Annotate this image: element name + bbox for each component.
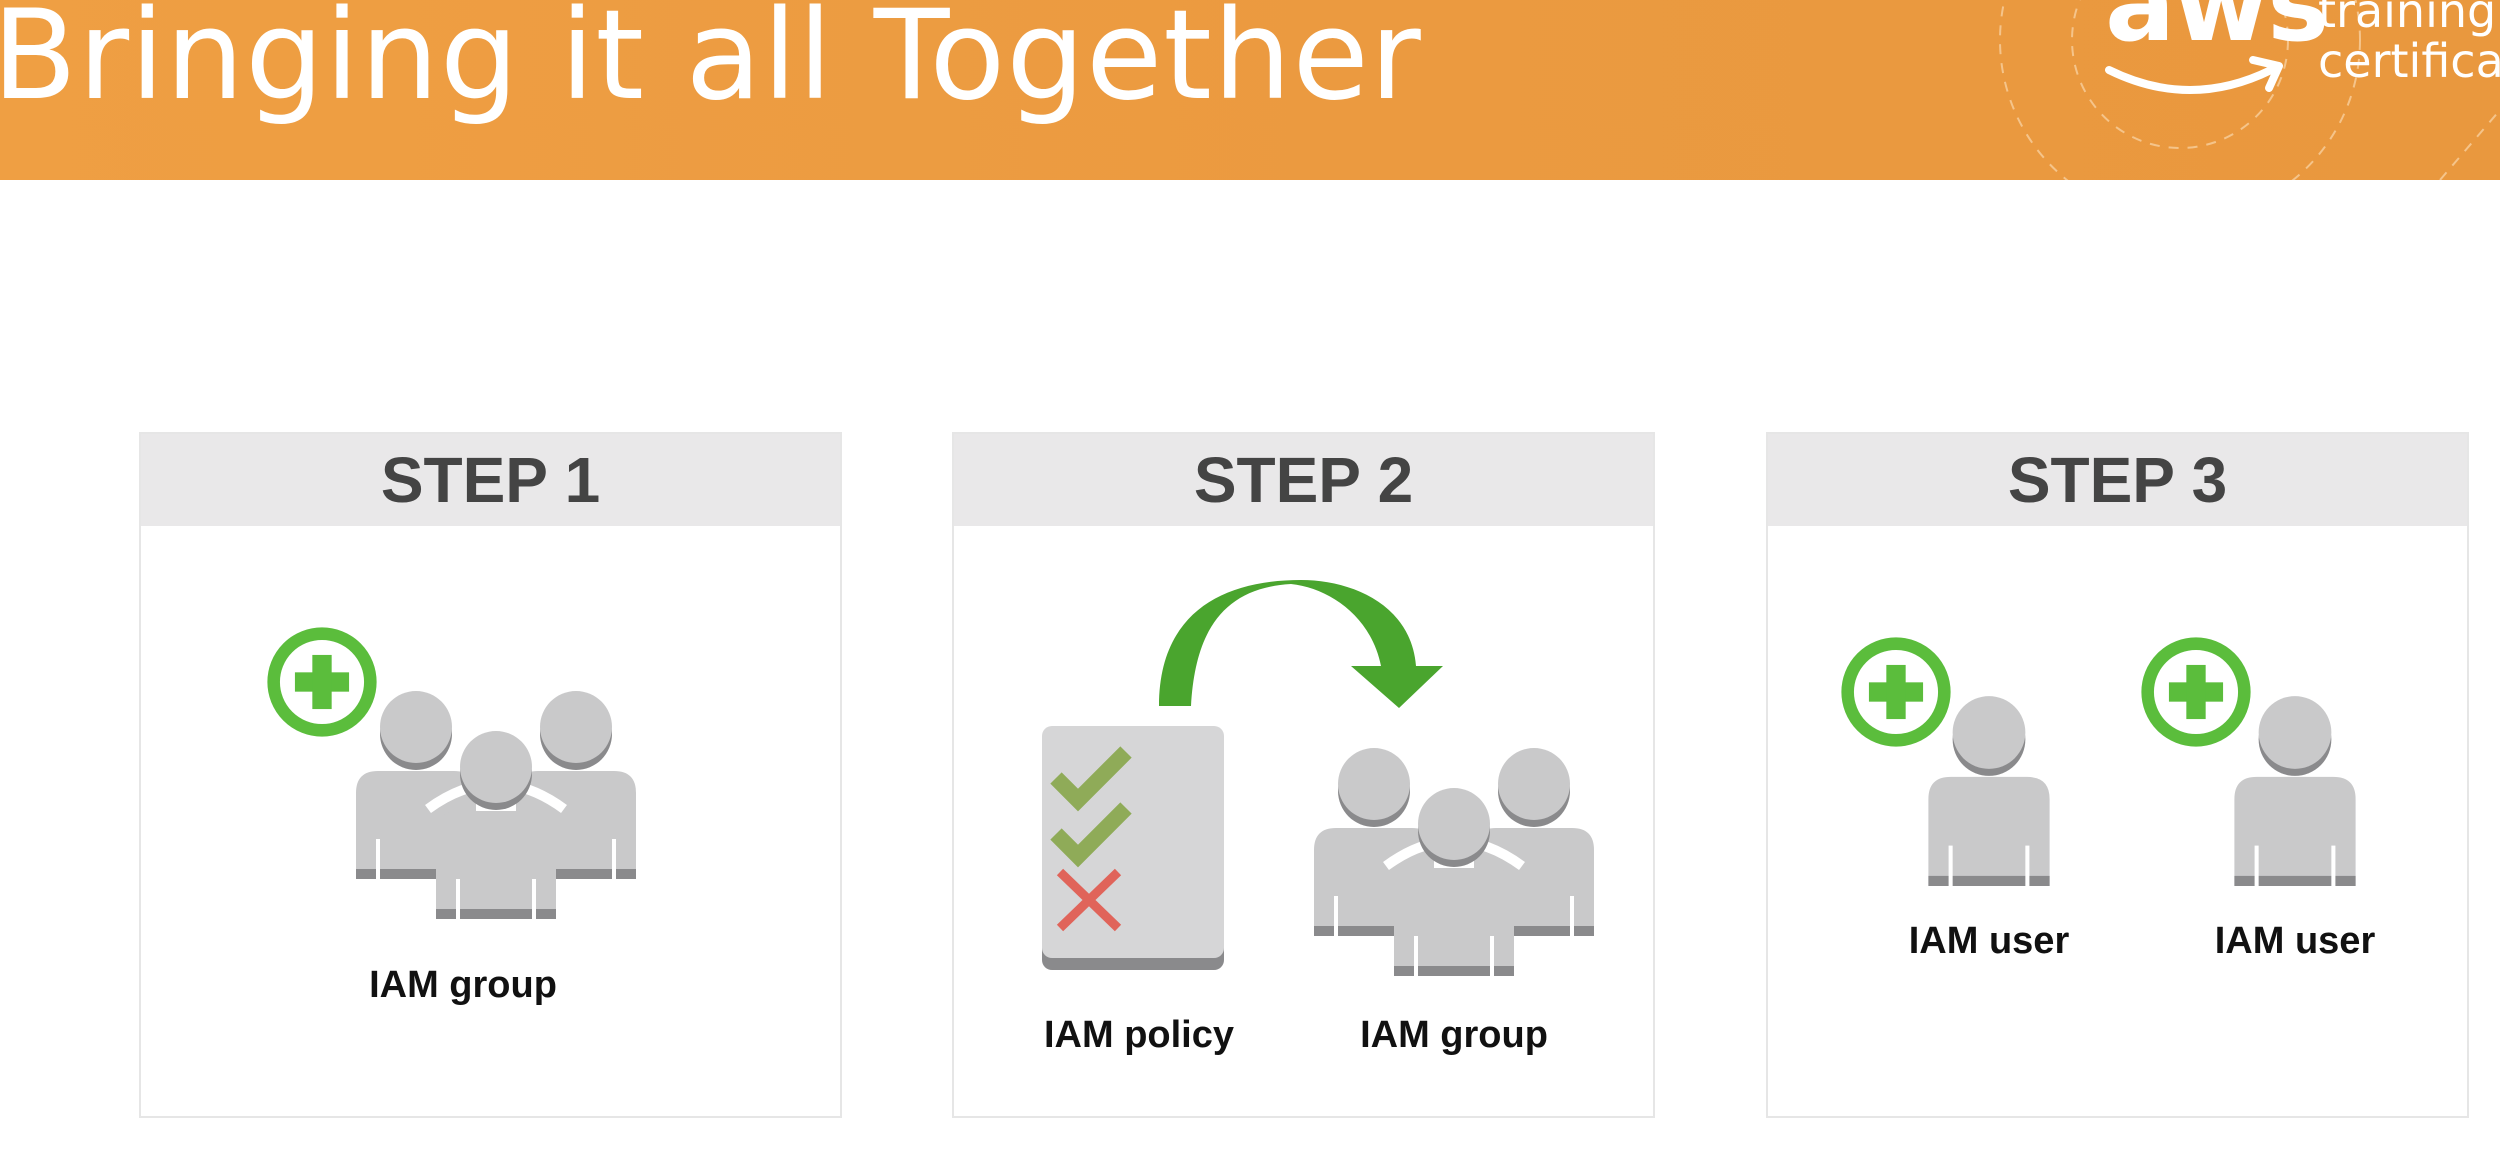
add-plus-icon: [1838, 634, 1954, 750]
logo-line-2: certification: [2318, 34, 2500, 88]
step-3-header: STEP 3: [1768, 434, 2467, 526]
iam-user-label: IAM user: [1908, 920, 2070, 962]
iam-group-label: IAM group: [369, 964, 557, 1006]
iam-group-icon: [356, 659, 636, 919]
add-plus-icon: [2138, 634, 2254, 750]
step-2-card: STEP 2 IAM policy IAM group: [952, 432, 1655, 1118]
step-2-title: STEP 2: [1193, 444, 1414, 516]
banner-decoration: [1999, 0, 2500, 180]
iam-user-label: IAM user: [2214, 920, 2376, 962]
logo-wordmark: aws: [2105, 0, 2329, 65]
iam-group-label: IAM group: [1360, 1014, 1548, 1056]
step-3-title: STEP 3: [2007, 444, 2228, 516]
iam-group-icon: [1314, 716, 1594, 976]
iam-policy-icon: [1042, 726, 1224, 970]
step-1-title: STEP 1: [380, 444, 601, 516]
logo-line-1: training and: [2318, 0, 2500, 38]
step-3-card: STEP 3 IAM user IAM user: [1766, 432, 2469, 1118]
step-1-card: STEP 1 IAM group: [139, 432, 842, 1118]
title-banner: Bringing it all Together aws training an…: [0, 0, 2500, 180]
add-plus-icon: [264, 624, 380, 740]
iam-policy-label: IAM policy: [1043, 1014, 1235, 1056]
aws-smile-icon: [2105, 56, 2283, 94]
attach-arrow-icon: [1159, 580, 1443, 708]
aws-training-logo: aws training and certification: [2085, 0, 2500, 120]
step-1-header: STEP 1: [141, 434, 840, 526]
step-2-header: STEP 2: [954, 434, 1653, 526]
slide-title: Bringing it all Together: [0, 0, 1422, 128]
